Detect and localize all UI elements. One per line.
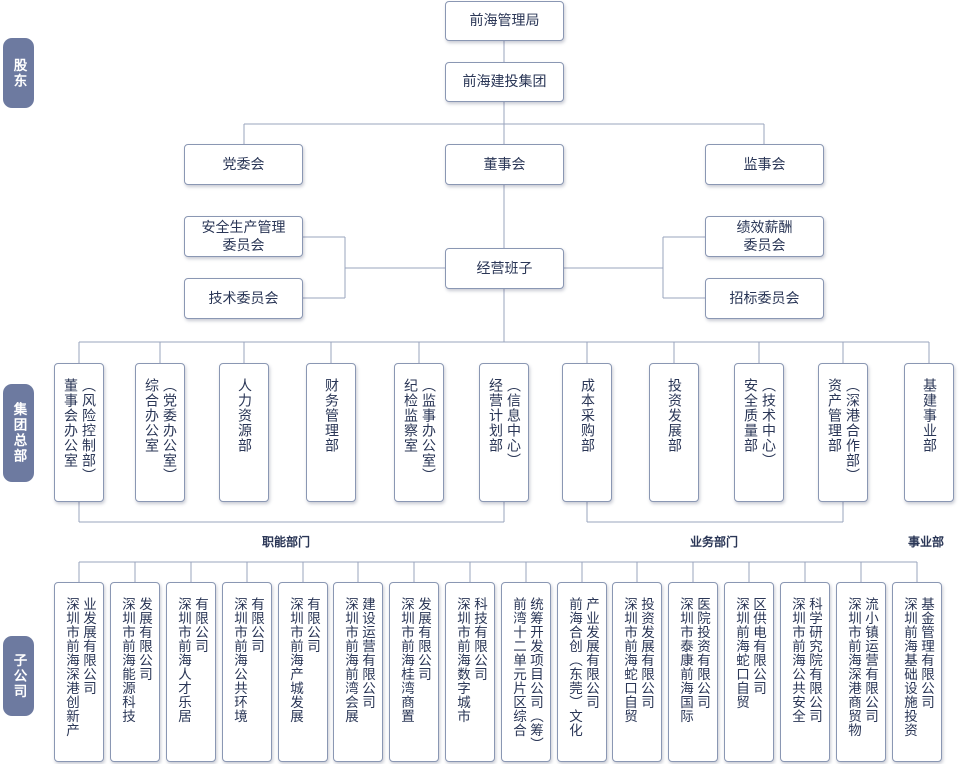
node-management: 经营班子 (445, 248, 564, 289)
node-qianhai-group: 前海建投集团 (445, 62, 564, 102)
label-business-depts: 业务部门 (690, 535, 739, 549)
label-functional-depts: 职能部门 (262, 535, 311, 549)
dept-discipline: 纪检监察室（监事办公室） (394, 363, 444, 502)
subsidiary-box: 深圳市前海桂湾商置发展有限公司 (389, 582, 439, 762)
node-party-committee: 党委会 (184, 144, 303, 185)
subsidiary-box: 深圳市前海能源科技发展有限公司 (110, 582, 160, 762)
node-board: 董事会 (445, 144, 564, 185)
node-tech-committee: 技术委员会 (184, 278, 303, 319)
subsidiary-box: 深圳市前海公共安全科学研究院有限公司 (780, 582, 830, 762)
dept-hr: 人力资源部 (219, 363, 269, 502)
node-bid-committee: 招标委员会 (705, 278, 824, 319)
label-enterprise-dept: 事业部 (908, 535, 945, 549)
dept-planning: 经营计划部（信息中心） (479, 363, 529, 502)
dept-infrastructure: 基建事业部 (904, 363, 954, 502)
subsidiary-box: 深圳市前海人才乐居有限公司 (166, 582, 216, 762)
side-tag-headquarters: 集团总部 (3, 384, 34, 482)
subsidiary-box: 深圳前海基础设施投资基金管理有限公司 (892, 582, 942, 762)
node-safety-committee: 安全生产管理委员会 (184, 216, 303, 257)
side-tag-shareholders: 股东 (3, 38, 34, 108)
dept-procurement: 成本采购部 (562, 363, 612, 502)
dept-investment: 投资发展部 (649, 363, 699, 502)
subsidiary-box: 深圳市前海数字城市科技有限公司 (445, 582, 495, 762)
subsidiary-box: 深圳市前海深港商贸物流小镇运营有限公司 (836, 582, 886, 762)
subsidiary-box: 深圳市前海公共环境有限公司 (222, 582, 272, 762)
node-qianhai-admin: 前海管理局 (445, 1, 564, 41)
subsidiary-box: 深圳市前海蛇口自贸投资发展有限公司 (612, 582, 662, 762)
subsidiary-box: 深圳市前海前湾会展建设运营有限公司 (333, 582, 383, 762)
dept-asset: 资产管理部（深港合作部） (818, 363, 868, 502)
dept-board-office: 董事会办公室（风险控制部） (54, 363, 104, 502)
dept-finance: 财务管理部 (306, 363, 356, 502)
dept-safety-quality: 安全质量部（技术中心） (734, 363, 784, 502)
subsidiary-box: 深圳前海蛇口自贸区供电有限公司 (724, 582, 774, 762)
subsidiary-box: 前湾十二单元片区综合统筹开发项目公司（筹） (501, 582, 551, 762)
subsidiary-box: 深圳市前海深港创新产业发展有限公司 (54, 582, 104, 762)
subsidiary-box: 前海合创（东莞）文化产业发展有限公司 (557, 582, 607, 762)
side-tag-subsidiaries: 子公司 (3, 636, 34, 716)
node-supervisors: 监事会 (705, 144, 824, 185)
node-perf-committee: 绩效薪酬委员会 (705, 216, 824, 257)
subsidiary-box: 深圳市前海产城发展有限公司 (278, 582, 328, 762)
subsidiary-box: 深圳市泰康前海国际医院投资有限公司 (668, 582, 718, 762)
dept-general-office: 综合办公室（党委办公室） (135, 363, 185, 502)
